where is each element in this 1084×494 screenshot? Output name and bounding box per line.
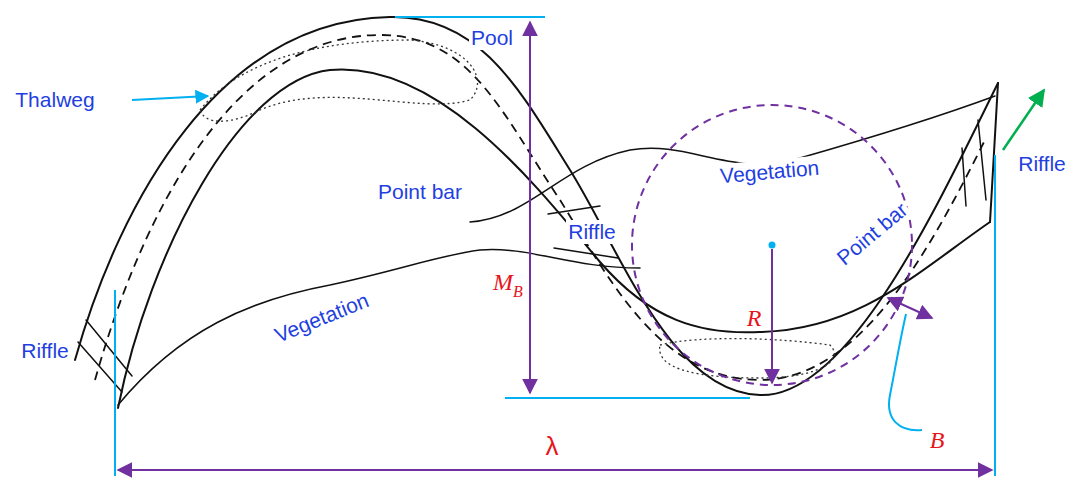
top-reference-line (395, 16, 545, 18)
wavelength-arrow (118, 469, 992, 471)
pool-outline (660, 339, 835, 378)
amplitude-arrow (529, 22, 531, 393)
pool-outline (200, 40, 478, 121)
feature-label: Point bar (376, 180, 464, 203)
vegetation-line (470, 96, 995, 222)
vegetation-line (118, 250, 640, 405)
feature-label: Thalweg (13, 88, 96, 111)
riffle-line (548, 206, 618, 258)
thalweg-pointer (132, 96, 208, 100)
bottom-reference-line (505, 397, 750, 399)
dimension-symbol: R (745, 305, 764, 331)
width-arrow (888, 298, 932, 318)
left-reference-line (114, 290, 116, 476)
circle-center (769, 242, 776, 249)
feature-label: Vegetation (270, 288, 374, 348)
dimension-symbol: λ (544, 432, 561, 461)
feature-label: Vegetation (718, 156, 823, 188)
width-leader (889, 314, 922, 430)
dimension-symbol: B (928, 427, 947, 453)
flow-arrow (1003, 90, 1044, 150)
thalweg-line (95, 35, 985, 380)
radius-arrow (771, 249, 773, 383)
feature-label: Pool (469, 26, 515, 49)
feature-label: Riffle (19, 339, 70, 362)
right-reference-line (994, 155, 996, 476)
outer-bank (75, 17, 998, 395)
riffle-line (78, 320, 132, 392)
feature-label: Riffle (566, 220, 617, 243)
feature-label: Riffle (1016, 152, 1067, 175)
dimension-subscript: B (511, 283, 525, 301)
feature-label: Point bar (831, 197, 913, 271)
inner-bank (118, 69, 990, 408)
